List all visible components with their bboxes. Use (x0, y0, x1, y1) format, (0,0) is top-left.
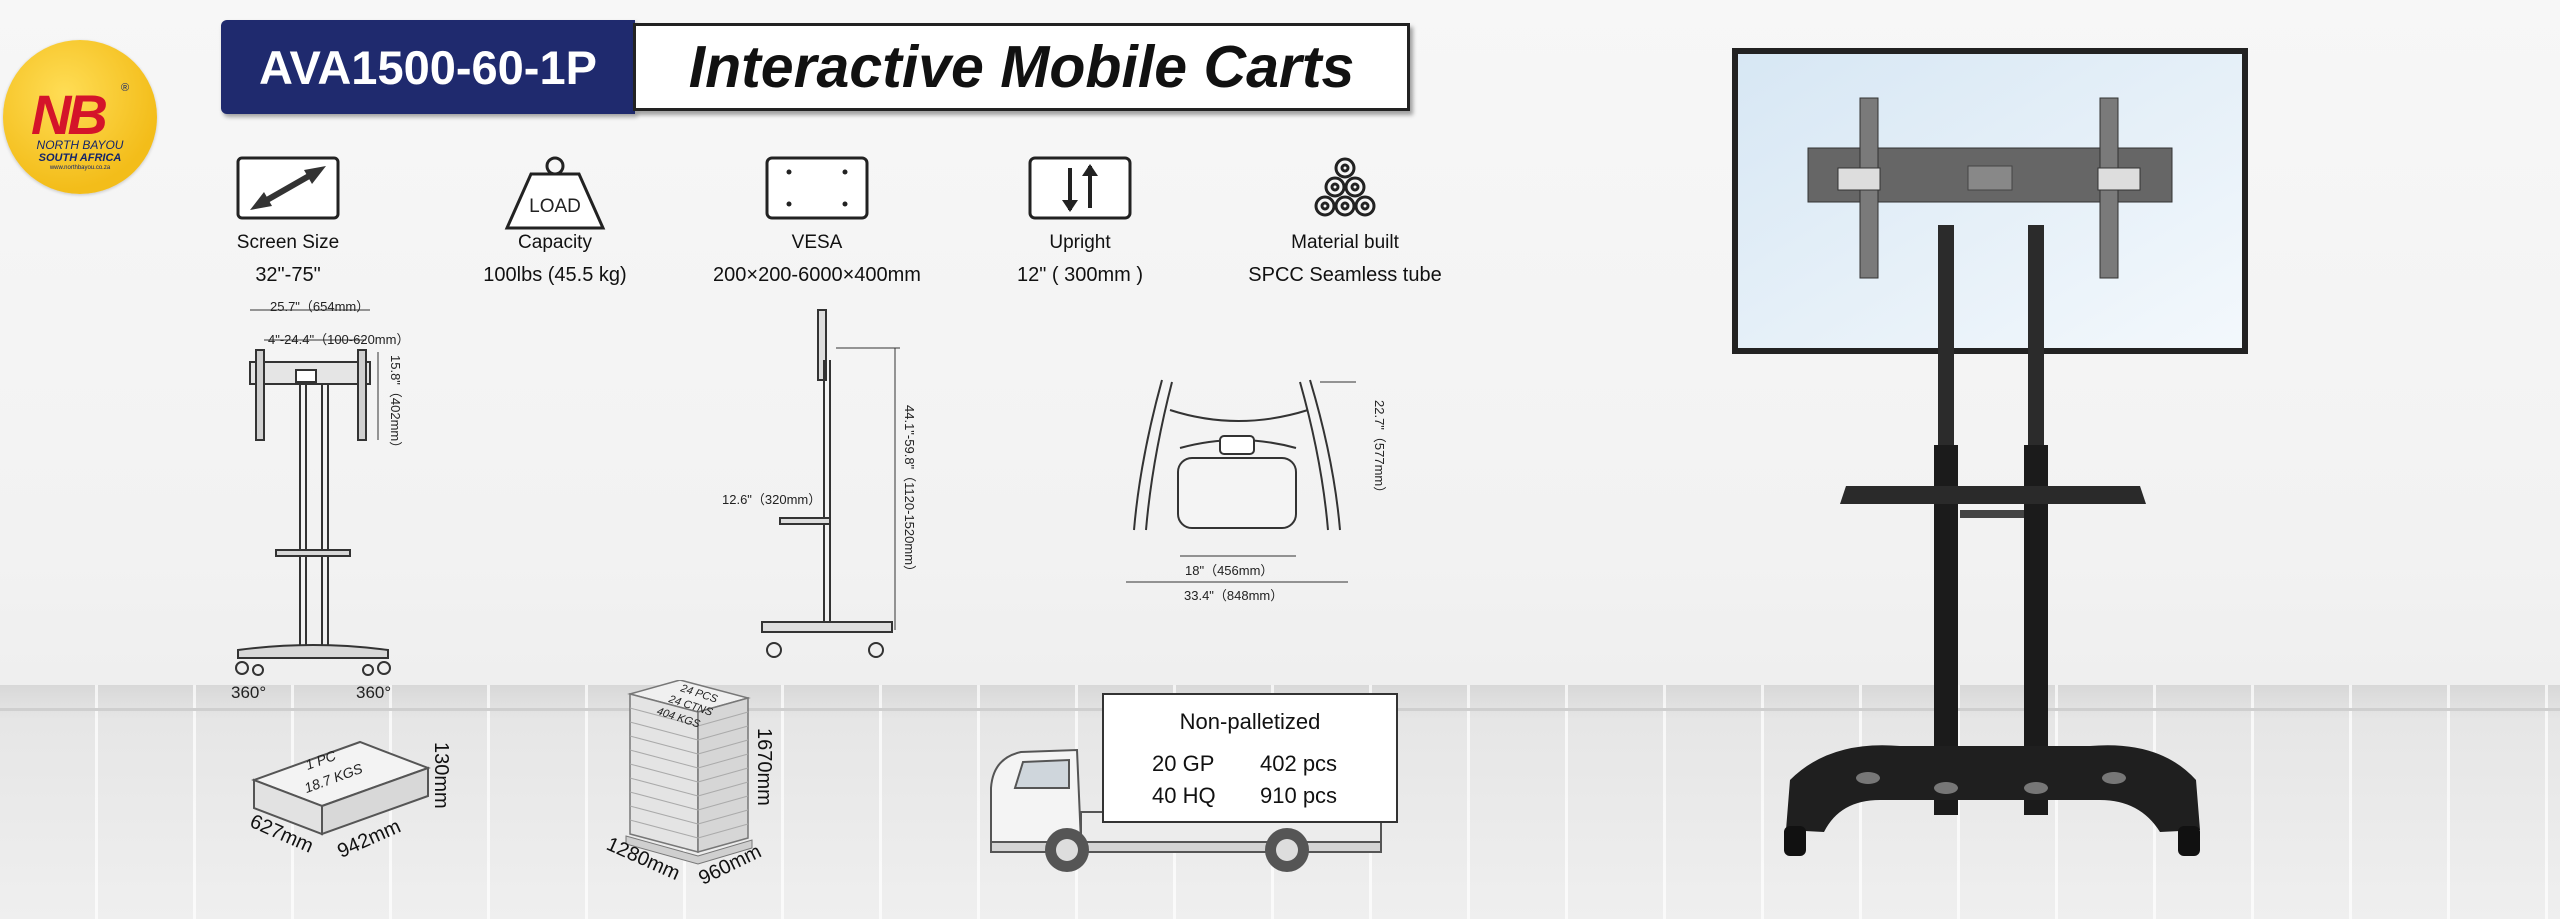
product-photo (1732, 48, 2248, 856)
single-carton-drawing (251, 740, 431, 836)
spec-label: Capacity (518, 232, 592, 253)
spec-label: VESA (791, 232, 843, 253)
dim-top-outer: 33.4"（848mm） (1184, 588, 1284, 603)
spec-label: Material built (1291, 232, 1399, 253)
carton-height: 130mm (430, 742, 452, 809)
dim-side-height: 44.1"-59.8"（1120-1520mm） (902, 405, 917, 579)
diagonal-arrow-icon (236, 156, 340, 220)
pallet-height: 1670mm (753, 728, 775, 806)
weight-icon: LOAD (504, 156, 606, 230)
caster-rotation-right: 360° (356, 683, 392, 702)
dim-top-depth: 22.7"（577mm） (1372, 400, 1387, 500)
front-view-drawing (235, 309, 391, 676)
shipping-table: Non-palletized 20 GP 402 pcs 40 HQ 910 p… (1102, 693, 1398, 823)
shipping-container: 40 HQ (1152, 783, 1216, 808)
tube-stack-icon (1314, 157, 1376, 217)
spec-value: 32"-75" (255, 264, 321, 286)
dim-front-vesa: 4"-24.4"（100-620mm） (268, 332, 410, 347)
caster-rotation-left: 360° (231, 683, 267, 702)
logo-mark: NB (31, 83, 108, 146)
registered-icon: ® (121, 82, 130, 94)
top-view-drawing (1126, 379, 1356, 583)
updown-arrows-icon (1028, 156, 1132, 220)
brand-logo: NB ® NORTH BAYOU SOUTH AFRICA www.northb… (3, 40, 157, 194)
spec-value: 100lbs (45.5 kg) (483, 264, 627, 286)
side-view-drawing (761, 309, 900, 658)
pallet-stack-drawing (625, 680, 753, 865)
weight-icon-text: LOAD (529, 196, 581, 217)
logo-name: NORTH BAYOU (36, 138, 124, 152)
dim-front-bracket-height: 15.8"（402mm） (388, 355, 403, 455)
dim-front-width: 25.7"（654mm） (270, 299, 370, 314)
spec-value: 200×200-6000×400mm (713, 264, 921, 286)
dim-top-inner: 18"（456mm） (1185, 563, 1274, 578)
shipping-container: 20 GP (1152, 751, 1215, 776)
spec-value: SPCC Seamless tube (1248, 264, 1442, 286)
logo-region: SOUTH AFRICA (38, 152, 122, 164)
dim-side-shelf: 12.6"（320mm） (722, 492, 822, 507)
vesa-plate-icon (765, 156, 869, 220)
page-title: Interactive Mobile Carts (633, 23, 1410, 111)
model-number: AVA1500-60-1P (221, 20, 635, 114)
logo-url: www.northbayou.co.za (49, 165, 111, 171)
shipping-qty: 910 pcs (1260, 783, 1338, 808)
spec-value: 12" ( 300mm ) (1016, 264, 1144, 286)
spec-label: Screen Size (236, 232, 340, 253)
shipping-heading: Non-palletized (1179, 709, 1321, 734)
shipping-qty: 402 pcs (1260, 751, 1338, 776)
spec-label: Upright (1049, 232, 1111, 253)
